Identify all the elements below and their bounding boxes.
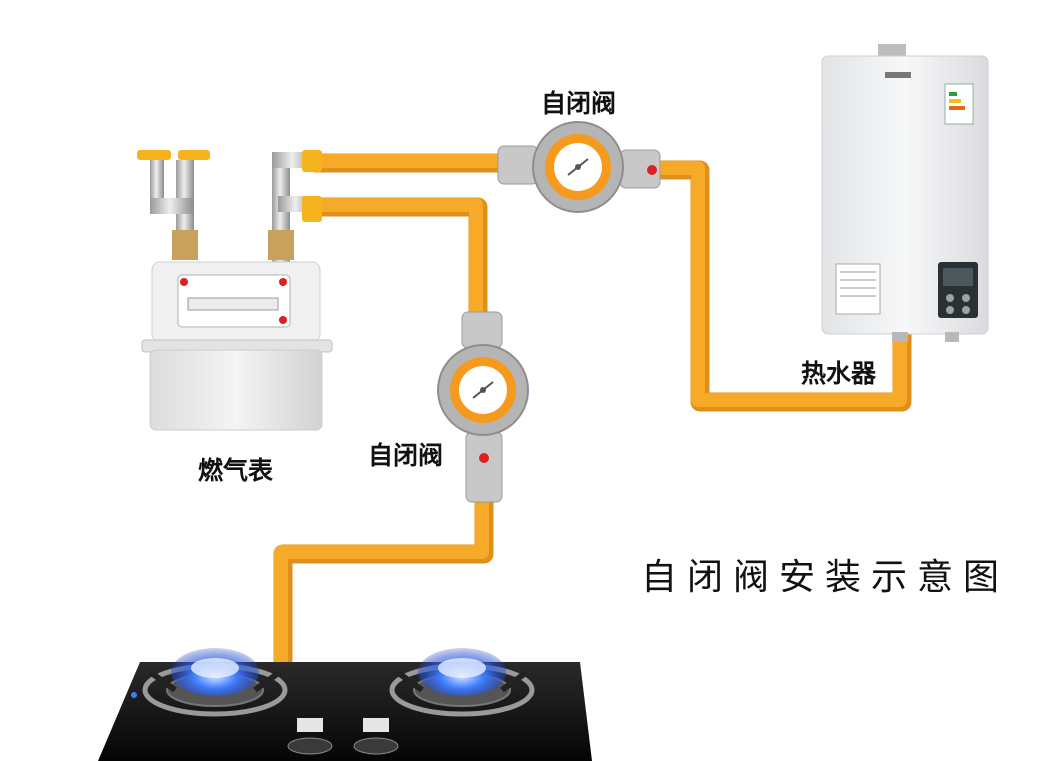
top-valve-label: 自闭阀 [541,84,616,120]
self-closing-valve-icon-top [498,122,660,212]
gas-meter [137,150,332,430]
water-heater [822,44,988,342]
diagram-title: 自闭阀安装示意图 [641,548,1009,600]
gas-stove [98,648,592,761]
pipe-meter-to-middle-valve [315,207,478,318]
gas-meter-label: 燃气表 [198,451,273,487]
pipe-middle-valve-to-stove [283,500,484,660]
self-closing-valve-icon-middle [438,312,528,502]
middle-valve-label: 自闭阀 [368,436,443,472]
water-heater-label: 热水器 [801,354,876,390]
